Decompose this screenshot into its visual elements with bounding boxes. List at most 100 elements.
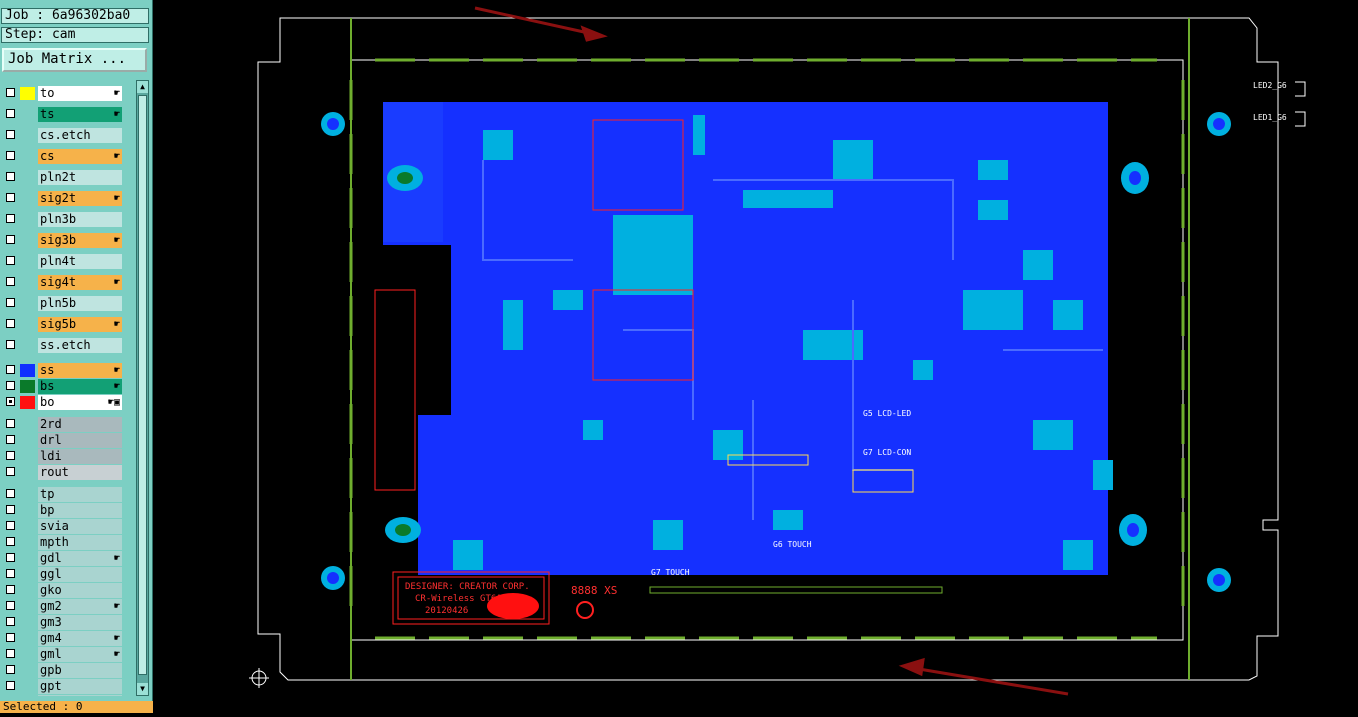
layer-checkbox[interactable] xyxy=(6,649,15,658)
layer-checkbox[interactable] xyxy=(6,601,15,610)
layer-checkbox[interactable] xyxy=(6,340,15,349)
layer-checkbox[interactable] xyxy=(6,235,15,244)
layer-checkbox[interactable] xyxy=(6,451,15,460)
layer-name[interactable]: mpth xyxy=(38,535,122,550)
layer-color-swatch[interactable] xyxy=(20,364,35,377)
layer-name[interactable]: cs☛ xyxy=(38,149,122,164)
layer-name[interactable]: gm3 xyxy=(38,615,122,630)
layer-checkbox[interactable] xyxy=(6,419,15,428)
layer-row-gm4[interactable]: gm4☛ xyxy=(2,631,134,646)
layer-name[interactable]: bo☛▣ xyxy=(38,395,122,410)
layer-name[interactable]: ss.etch xyxy=(38,338,122,353)
layer-name[interactable]: ts☛ xyxy=(38,107,122,122)
layer-checkbox[interactable] xyxy=(6,521,15,530)
layer-color-swatch[interactable] xyxy=(20,87,35,100)
layer-checkbox[interactable] xyxy=(6,665,15,674)
layer-name[interactable]: bs☛ xyxy=(38,379,122,394)
layer-row-cs[interactable]: cs☛ xyxy=(2,149,134,164)
layer-checkbox[interactable] xyxy=(6,151,15,160)
layer-name[interactable]: 2rd xyxy=(38,417,122,432)
pcb-drawing[interactable]: DESIGNER: CREATOR CORP. CR-Wireless GT6A… xyxy=(153,0,1358,713)
layer-name[interactable]: pln3b xyxy=(38,212,122,227)
layer-row-2rd[interactable]: 2rd xyxy=(2,417,134,432)
layer-checkbox[interactable] xyxy=(6,397,15,406)
layer-name[interactable]: bp xyxy=(38,503,122,518)
layer-checkbox[interactable] xyxy=(6,88,15,97)
layer-checkbox[interactable] xyxy=(6,381,15,390)
layer-row-pln3b[interactable]: pln3b xyxy=(2,212,134,227)
layer-name[interactable]: gpb xyxy=(38,663,122,678)
layer-row-cs-etch[interactable]: cs.etch xyxy=(2,128,134,143)
layer-name[interactable]: gko xyxy=(38,583,122,598)
layer-row-pln4t[interactable]: pln4t xyxy=(2,254,134,269)
layer-row-bp[interactable]: bp xyxy=(2,503,134,518)
layer-row-gml[interactable]: gml☛ xyxy=(2,647,134,662)
layer-row-mpth[interactable]: mpth xyxy=(2,535,134,550)
layer-checkbox[interactable] xyxy=(6,569,15,578)
layer-row-gm3[interactable]: gm3 xyxy=(2,615,134,630)
layer-name[interactable]: cs.etch xyxy=(38,128,122,143)
layer-list-scrollbar[interactable]: ▲ ▼ xyxy=(136,80,149,696)
layer-row-gpb[interactable]: gpb xyxy=(2,663,134,678)
layer-checkbox[interactable] xyxy=(6,319,15,328)
layer-row-bo[interactable]: bo☛▣ xyxy=(2,395,134,410)
layer-row-svia[interactable]: svia xyxy=(2,519,134,534)
layer-name[interactable]: pln2t xyxy=(38,170,122,185)
layer-checkbox[interactable] xyxy=(6,617,15,626)
layer-row-sig4t[interactable]: sig4t☛ xyxy=(2,275,134,290)
layer-row-ss-etch[interactable]: ss.etch xyxy=(2,338,134,353)
job-matrix-button[interactable]: Job Matrix ... xyxy=(2,48,147,72)
layer-row-ldi[interactable]: ldi xyxy=(2,449,134,464)
layer-row-d[interactable]: d xyxy=(2,695,134,696)
layer-name[interactable]: d xyxy=(38,695,122,696)
layer-checkbox[interactable] xyxy=(6,489,15,498)
layer-checkbox[interactable] xyxy=(6,633,15,642)
layer-checkbox[interactable] xyxy=(6,172,15,181)
scroll-down-icon[interactable]: ▼ xyxy=(137,683,148,695)
layer-color-swatch[interactable] xyxy=(20,380,35,393)
scroll-thumb[interactable] xyxy=(138,95,147,675)
layer-name[interactable]: pln5b xyxy=(38,296,122,311)
layer-checkbox[interactable] xyxy=(6,193,15,202)
layer-row-gko[interactable]: gko xyxy=(2,583,134,598)
layer-row-sig3b[interactable]: sig3b☛ xyxy=(2,233,134,248)
layer-name[interactable]: drl xyxy=(38,433,122,448)
layer-row-sig2t[interactable]: sig2t☛ xyxy=(2,191,134,206)
layer-name[interactable]: sig5b☛ xyxy=(38,317,122,332)
layer-checkbox[interactable] xyxy=(6,298,15,307)
layer-color-swatch[interactable] xyxy=(20,396,35,409)
layer-name[interactable]: svia xyxy=(38,519,122,534)
layer-name[interactable]: gm4☛ xyxy=(38,631,122,646)
layer-row-bs[interactable]: bs☛ xyxy=(2,379,134,394)
layer-row-gdl[interactable]: gdl☛ xyxy=(2,551,134,566)
layer-checkbox[interactable] xyxy=(6,537,15,546)
layer-row-gpt[interactable]: gpt xyxy=(2,679,134,694)
layer-name[interactable]: gm2☛ xyxy=(38,599,122,614)
layer-checkbox[interactable] xyxy=(6,214,15,223)
layer-name[interactable]: sig4t☛ xyxy=(38,275,122,290)
layer-name[interactable]: sig2t☛ xyxy=(38,191,122,206)
layer-checkbox[interactable] xyxy=(6,277,15,286)
layer-row-ss[interactable]: ss☛ xyxy=(2,363,134,378)
layer-name[interactable]: ggl xyxy=(38,567,122,582)
layer-row-to[interactable]: to☛ xyxy=(2,86,134,101)
layer-name[interactable]: pln4t xyxy=(38,254,122,269)
layer-row-sig5b[interactable]: sig5b☛ xyxy=(2,317,134,332)
layer-name[interactable]: sig3b☛ xyxy=(38,233,122,248)
layer-row-rout[interactable]: rout xyxy=(2,465,134,480)
layer-checkbox[interactable] xyxy=(6,365,15,374)
layer-checkbox[interactable] xyxy=(6,435,15,444)
layer-name[interactable]: to☛ xyxy=(38,86,122,101)
layer-checkbox[interactable] xyxy=(6,505,15,514)
layer-checkbox[interactable] xyxy=(6,130,15,139)
layer-checkbox[interactable] xyxy=(6,256,15,265)
layer-row-pln2t[interactable]: pln2t xyxy=(2,170,134,185)
scroll-up-icon[interactable]: ▲ xyxy=(137,81,148,93)
layer-name[interactable]: ldi xyxy=(38,449,122,464)
layer-row-ggl[interactable]: ggl xyxy=(2,567,134,582)
layer-row-drl[interactable]: drl xyxy=(2,433,134,448)
layer-name[interactable]: rout xyxy=(38,465,122,480)
layer-name[interactable]: tp xyxy=(38,487,122,502)
layer-name[interactable]: gml☛ xyxy=(38,647,122,662)
layer-row-ts[interactable]: ts☛ xyxy=(2,107,134,122)
